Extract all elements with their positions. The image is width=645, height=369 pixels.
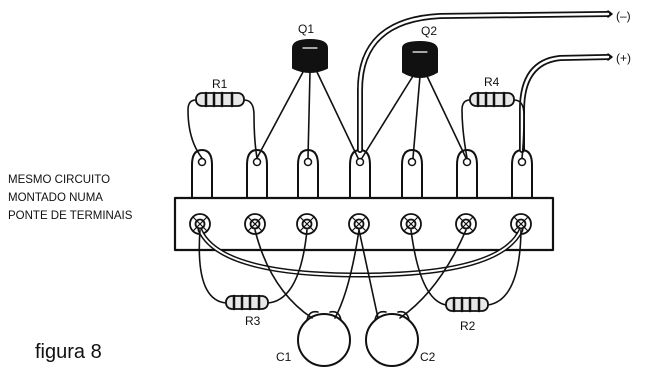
lug-6 (456, 149, 478, 201)
label-c2: C2 (420, 350, 436, 364)
transistor-q1 (292, 39, 328, 73)
terminal-lugs (191, 149, 533, 201)
lug-4 (349, 149, 371, 201)
screw-2 (244, 213, 266, 235)
positive-wire (519, 54, 611, 153)
figure-caption: figura 8 (35, 341, 102, 363)
label-r1: R1 (212, 77, 228, 91)
resistor-r4 (461, 91, 525, 159)
label-r2: R2 (460, 319, 476, 333)
transistor-q2 (402, 41, 438, 78)
screw-6 (455, 213, 477, 235)
resistor-r2 (410, 229, 522, 313)
capacitor-c1 (297, 310, 351, 367)
lug-5 (401, 149, 423, 201)
label-c1: C1 (276, 350, 292, 364)
label-negative-terminal: (–) (616, 9, 631, 23)
lug-2 (246, 149, 268, 201)
supply-wires (357, 10, 613, 153)
description-line-1: MESMO CIRCUITO (8, 174, 110, 186)
label-r3: R3 (245, 314, 261, 328)
capacitor-c2 (365, 310, 419, 367)
capacitor-leads (254, 229, 467, 319)
transistor-leads (256, 71, 467, 159)
resistor-r3 (198, 229, 308, 311)
description-line-3: PONTE DE TERMINAIS (8, 210, 133, 222)
description-line-2: MONTADO NUMA (8, 192, 103, 204)
label-positive-terminal: (+) (616, 51, 631, 65)
label-r4: R4 (484, 75, 500, 89)
lug-1 (191, 149, 213, 201)
label-q1: Q1 (298, 22, 314, 36)
resistor-r1 (187, 91, 258, 159)
label-q2: Q2 (421, 24, 437, 38)
